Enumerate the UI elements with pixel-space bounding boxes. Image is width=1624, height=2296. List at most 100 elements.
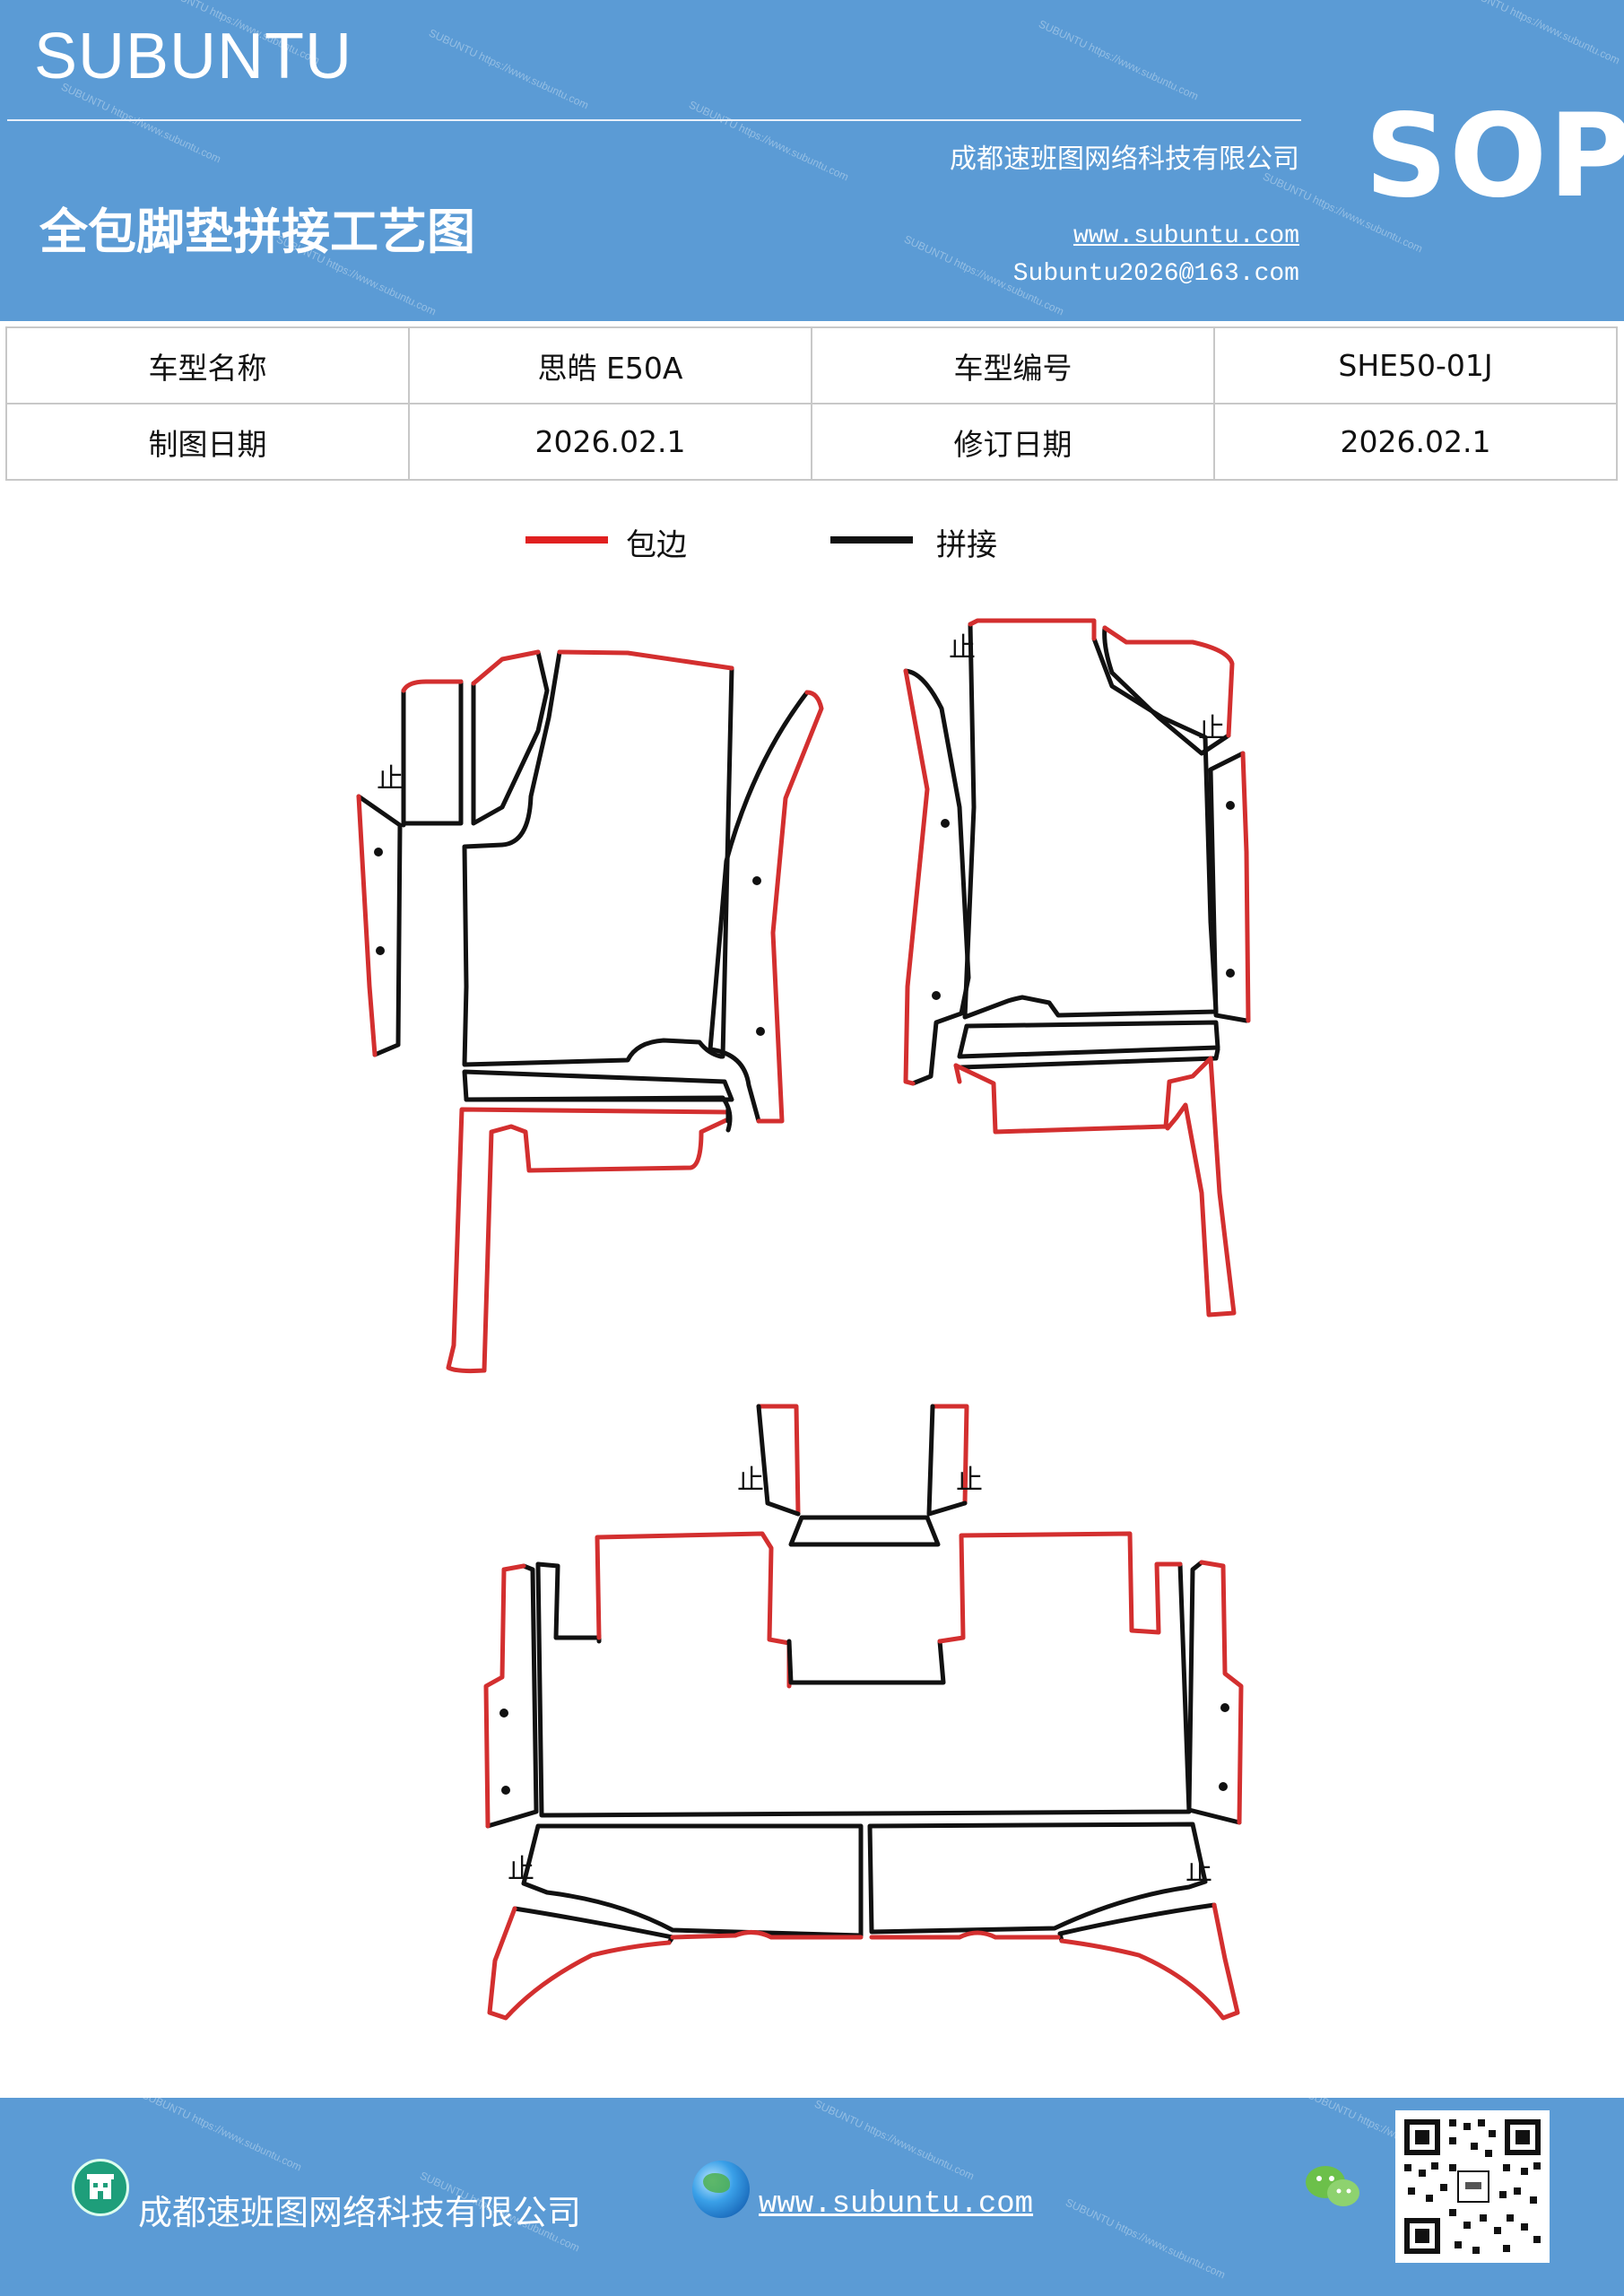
mat-piece xyxy=(1208,751,1249,1023)
front-left-mat: 止 xyxy=(356,649,824,1374)
mat-piece xyxy=(483,1563,526,1829)
mat-piece xyxy=(401,679,464,693)
mat-piece xyxy=(867,1822,1208,1935)
fixing-clip xyxy=(501,1786,510,1795)
email-address[interactable]: Subuntu2026@163.com xyxy=(1012,260,1299,288)
mat-piece xyxy=(930,1404,969,1506)
fixing-clip xyxy=(941,819,950,828)
fixing-clip xyxy=(932,991,941,1000)
mat-piece xyxy=(1102,625,1231,756)
mat-piece xyxy=(1059,1902,1240,2021)
mat-piece xyxy=(487,1906,672,2021)
model-code-label: 车型编号 xyxy=(811,326,1215,404)
stop-mark: 止 xyxy=(737,1465,764,1496)
mat-piece xyxy=(446,1107,731,1374)
mat-piece xyxy=(788,1515,941,1547)
stop-mark: 止 xyxy=(508,1854,534,1885)
brand-name: SUBUNTU xyxy=(34,21,353,92)
mat-piece xyxy=(471,649,541,686)
fixing-clip xyxy=(499,1709,508,1718)
header-banner: SUBUNTU https://www.subuntu.com SUBUNTU … xyxy=(0,0,1624,321)
footer-website-link[interactable]: www.subuntu.com xyxy=(759,2187,1034,2222)
mat-piece xyxy=(595,1531,792,1689)
mat-piece xyxy=(953,1056,1237,1318)
mat-piece xyxy=(356,794,378,1057)
stop-mark: 止 xyxy=(956,1465,983,1496)
sop-badge: SOP xyxy=(1365,90,1624,223)
fixing-clip xyxy=(1219,1782,1228,1791)
model-name-value: 思皓 E50A xyxy=(408,326,812,404)
document-title: 全包脚垫拼接工艺图 xyxy=(39,203,475,260)
fixing-clip xyxy=(756,1027,765,1036)
fixing-clip xyxy=(1226,801,1235,810)
mat-piece xyxy=(670,1930,864,1940)
legend-seam-swatch xyxy=(830,536,913,544)
footer-banner: SUBUNTU https://www.subuntu.com SUBUNTU … xyxy=(0,2098,1624,2296)
mat-piece xyxy=(756,690,824,1124)
mat-piece xyxy=(535,1561,602,1644)
company-name: 成都速班图网络科技有限公司 xyxy=(950,144,1299,175)
legend: 包边 拼接 xyxy=(0,520,1624,574)
mat-piece xyxy=(521,1823,864,1938)
table-row: 制图日期 2026.02.1 修订日期 2026.02.1 xyxy=(5,403,1618,481)
globe-icon xyxy=(692,2161,750,2218)
wechat-icon[interactable] xyxy=(1302,2161,1365,2214)
legend-seam-label: 拼接 xyxy=(936,527,997,563)
fixing-clip xyxy=(374,848,383,857)
mat-piece xyxy=(926,1404,968,1517)
drawing-date-value: 2026.02.1 xyxy=(408,403,812,481)
legend-edge-label: 包边 xyxy=(626,527,687,563)
qr-code[interactable] xyxy=(1395,2110,1550,2263)
mat-piece xyxy=(708,690,810,1124)
mat-piece xyxy=(957,1020,1220,1059)
mat-piece xyxy=(756,1404,801,1517)
building-icon xyxy=(72,2159,129,2216)
mat-piece xyxy=(937,1531,1183,1644)
footer-company-name: 成都速班图网络科技有限公司 xyxy=(138,2193,582,2232)
mat-piece xyxy=(968,618,1097,641)
table-row: 车型名称 思皓 E50A 车型编号 SHE50-01J xyxy=(5,326,1618,404)
mat-piece xyxy=(557,649,734,671)
mat-piece xyxy=(512,1906,675,1945)
mat-piece xyxy=(462,649,734,1067)
mat-piece xyxy=(1057,1902,1217,1944)
fixing-clip xyxy=(376,946,385,955)
mat-piece xyxy=(953,1063,962,1084)
stop-mark: 止 xyxy=(1185,1856,1212,1887)
header-divider xyxy=(7,119,1301,121)
legend-edge-swatch xyxy=(525,536,608,544)
fixing-clip xyxy=(1226,969,1235,978)
stop-mark: 止 xyxy=(377,763,404,795)
mat-piece xyxy=(962,622,1219,1020)
rear-mat: 止 止 止 止 xyxy=(483,1404,1244,2021)
mat-piece xyxy=(1240,751,1251,1023)
website-link[interactable]: www.subuntu.com xyxy=(1073,222,1299,250)
mat-piece xyxy=(401,679,464,828)
stop-mark: 止 xyxy=(1198,713,1225,744)
fixing-clip xyxy=(752,876,761,885)
mat-piece xyxy=(356,794,403,1057)
stop-mark: 止 xyxy=(949,632,976,664)
vehicle-info-table: 车型名称 思皓 E50A 车型编号 SHE50-01J 制图日期 2026.02… xyxy=(5,326,1618,481)
revision-date-label: 修订日期 xyxy=(811,403,1215,481)
mat-piece xyxy=(959,1047,1220,1070)
mat-piece xyxy=(903,668,971,1086)
mat-piece xyxy=(1199,1560,1244,1825)
mat-piece xyxy=(1102,625,1235,738)
mat-piece xyxy=(462,1069,734,1102)
model-name-label: 车型名称 xyxy=(5,326,410,404)
mat-piece xyxy=(485,1563,539,1829)
drawing-date-label: 制图日期 xyxy=(5,403,410,481)
fixing-clip xyxy=(1220,1703,1229,1712)
revision-date-value: 2026.02.1 xyxy=(1213,403,1618,481)
mat-piece xyxy=(903,668,930,1086)
model-code-value: SHE50-01J xyxy=(1213,326,1618,404)
mat-piece xyxy=(535,1561,1192,1818)
mat-piece xyxy=(471,649,550,826)
mat-piece xyxy=(1186,1560,1242,1825)
mat-piece xyxy=(786,1639,946,1685)
mat-piece xyxy=(756,1404,801,1517)
mat-piece xyxy=(869,1930,1061,1940)
front-right-mat: 止 止 xyxy=(903,618,1251,1318)
